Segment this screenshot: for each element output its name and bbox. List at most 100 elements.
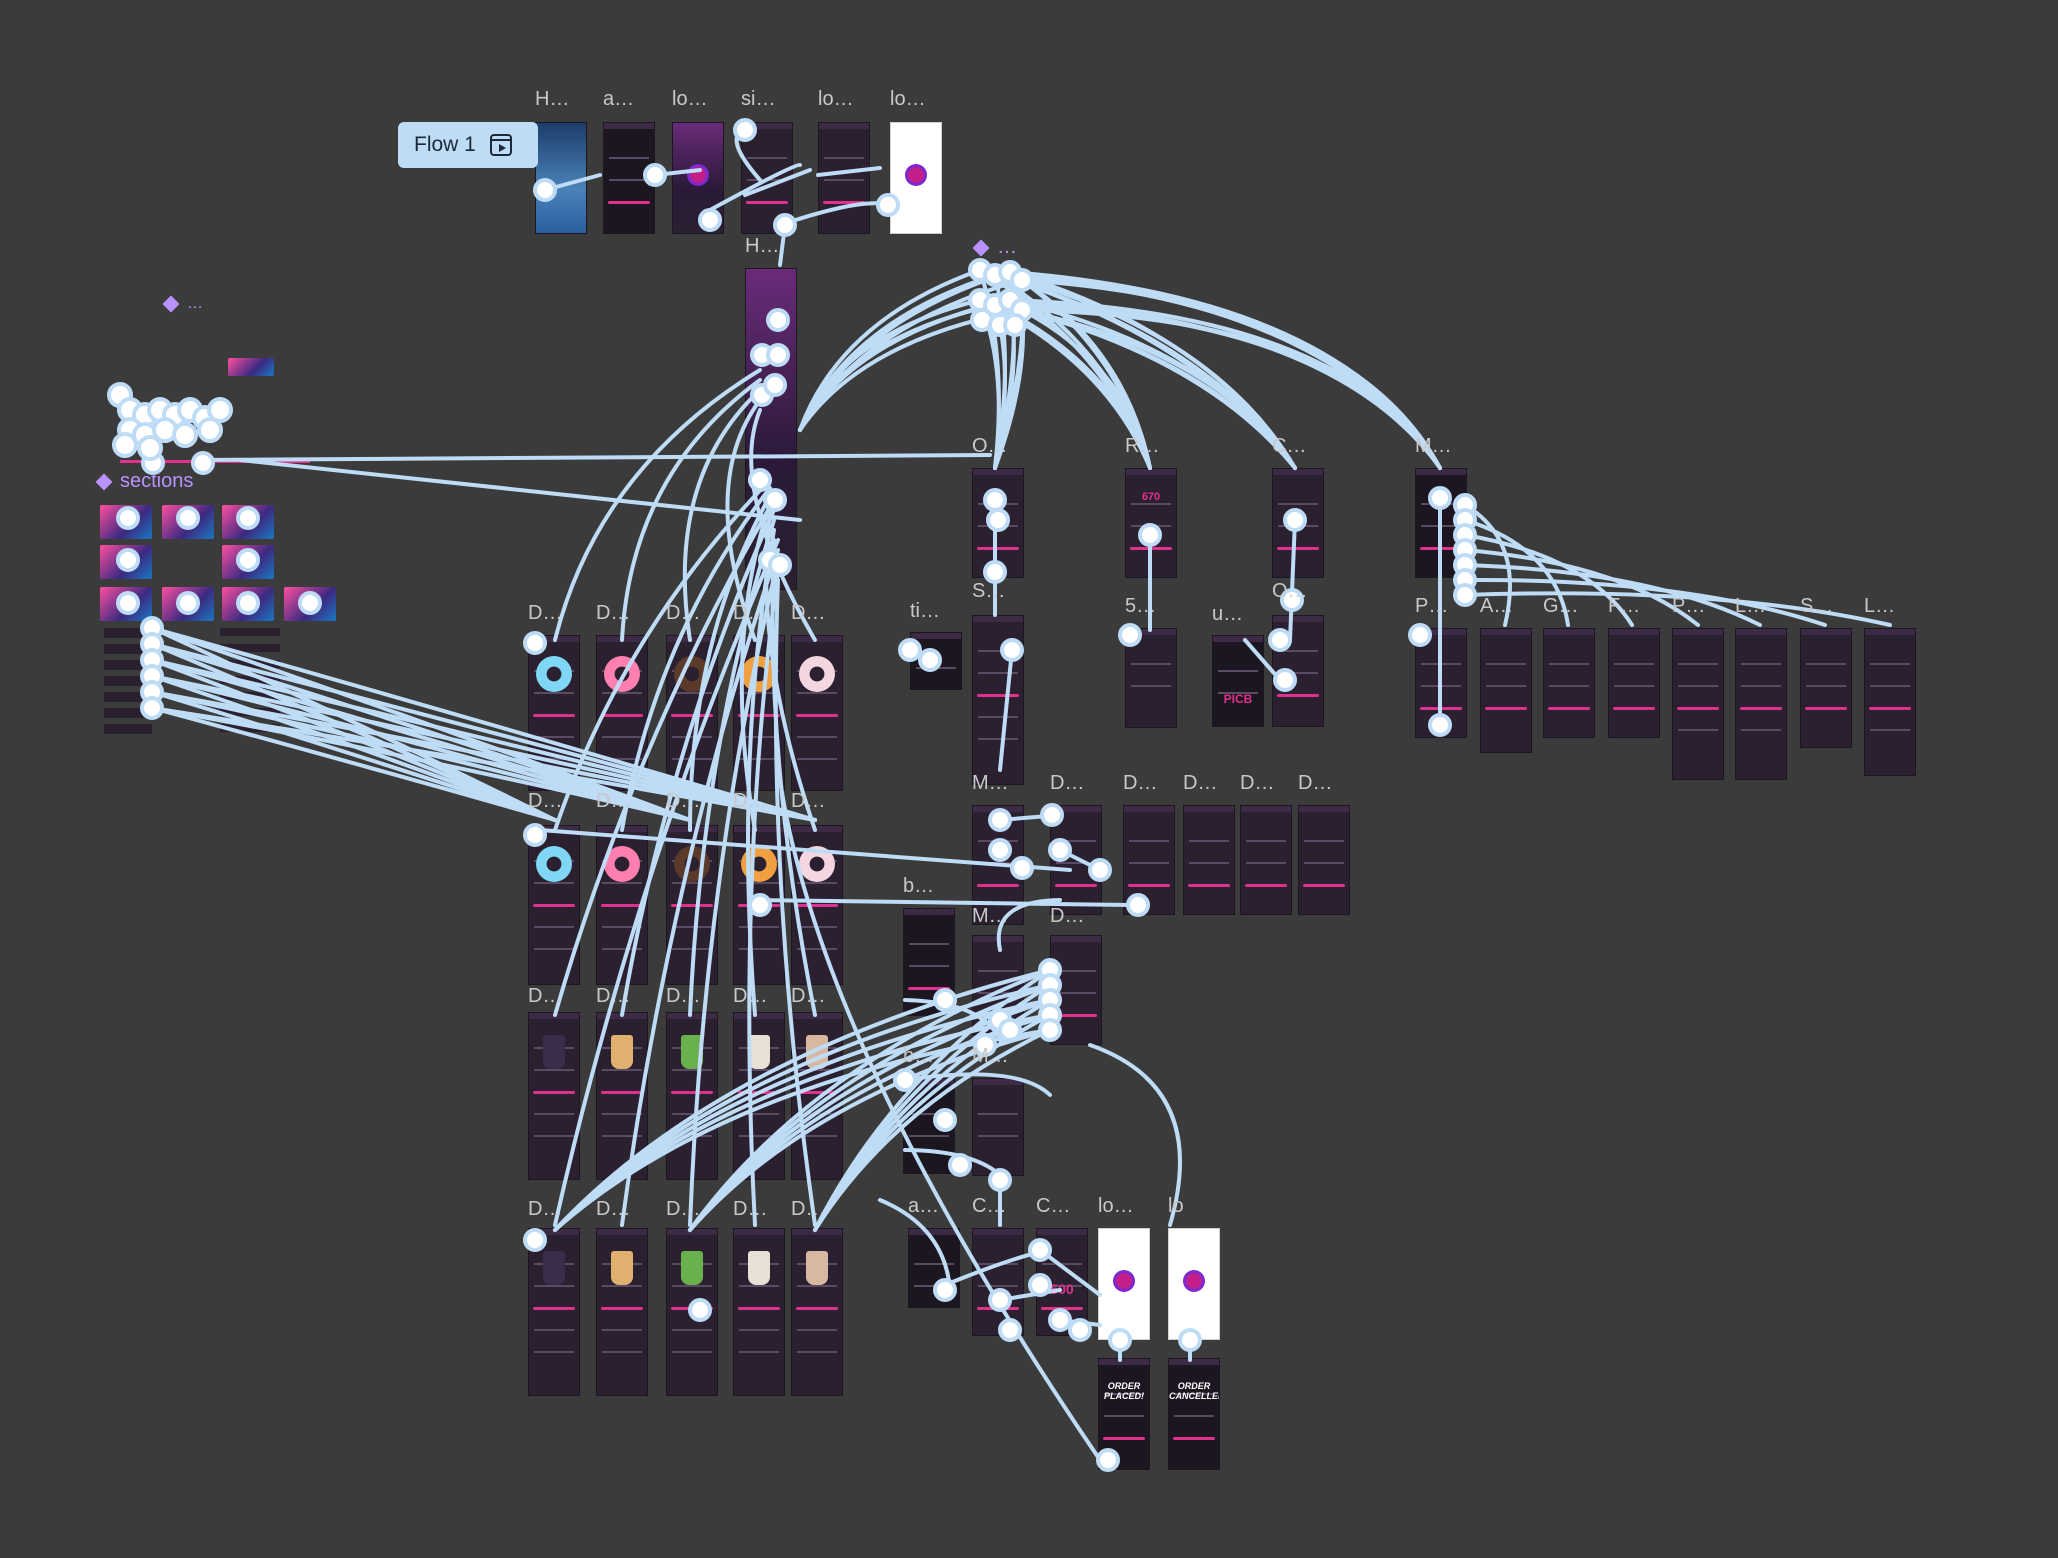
list-item-component[interactable] bbox=[104, 724, 152, 734]
onboarding-screen[interactable] bbox=[603, 122, 655, 234]
frame-label[interactable]: M… bbox=[972, 1045, 1009, 1067]
loading-screen-2[interactable] bbox=[1168, 1228, 1220, 1340]
frame-label[interactable]: P… bbox=[1672, 595, 1706, 617]
frame-label[interactable]: u… bbox=[1212, 603, 1244, 625]
frame-label[interactable]: D… bbox=[528, 790, 563, 812]
frame-label[interactable]: D… bbox=[1050, 905, 1085, 927]
frame-label[interactable]: a… bbox=[908, 1195, 940, 1217]
frame-label[interactable]: S… bbox=[972, 580, 1006, 602]
product-detail-screen[interactable] bbox=[528, 1228, 580, 1396]
frame-label[interactable]: ti… bbox=[910, 600, 940, 622]
flow-start-badge[interactable]: Flow 1 bbox=[398, 122, 538, 168]
play-flow-icon[interactable] bbox=[489, 134, 512, 156]
frame-label[interactable]: L… bbox=[1735, 595, 1767, 617]
frame-label[interactable]: P… bbox=[1415, 595, 1449, 617]
screen-row bbox=[1246, 862, 1286, 864]
list-item-component[interactable] bbox=[104, 628, 152, 638]
frame-label[interactable]: O… bbox=[1272, 580, 1308, 602]
account-screen[interactable] bbox=[1864, 628, 1916, 776]
frame-label[interactable]: F… bbox=[1608, 595, 1641, 617]
product-detail-screen[interactable] bbox=[733, 1228, 785, 1396]
list-item-component[interactable] bbox=[104, 644, 152, 654]
frame-label[interactable]: D… bbox=[791, 985, 826, 1007]
frame-label[interactable]: D… bbox=[1123, 772, 1158, 794]
frame-label[interactable]: D… bbox=[666, 1198, 701, 1220]
list-item-component[interactable] bbox=[104, 708, 152, 718]
frame-label[interactable]: a… bbox=[603, 88, 635, 110]
frame-label[interactable]: D… bbox=[528, 985, 563, 1007]
frame-label[interactable]: C… bbox=[1036, 1195, 1071, 1217]
list-item-component[interactable] bbox=[104, 676, 152, 686]
frame-label[interactable]: lo… bbox=[818, 88, 854, 110]
frame-label[interactable]: lo… bbox=[672, 88, 708, 110]
frame-label[interactable]: D… bbox=[791, 1198, 826, 1220]
category-list-screen[interactable] bbox=[1183, 805, 1235, 915]
frame-label[interactable]: D… bbox=[666, 790, 701, 812]
frame-label[interactable]: D… bbox=[733, 985, 768, 1007]
product-detail-screen[interactable] bbox=[596, 1228, 648, 1396]
loading-screen[interactable] bbox=[1098, 1228, 1150, 1340]
frame-label[interactable]: M… bbox=[972, 772, 1009, 794]
frame-label[interactable]: 5… bbox=[1125, 595, 1157, 617]
account-screen[interactable] bbox=[1672, 628, 1724, 780]
frame-label[interactable]: M… bbox=[1415, 435, 1452, 457]
frame-label[interactable]: D… bbox=[1240, 772, 1275, 794]
frame-label[interactable]: D… bbox=[596, 1198, 631, 1220]
frame-label[interactable]: lo… bbox=[890, 88, 926, 110]
frame-label[interactable]: D… bbox=[528, 1198, 563, 1220]
sections-label[interactable]: sections bbox=[95, 470, 193, 493]
frame-label[interactable]: lo bbox=[1168, 1195, 1184, 1217]
frame-label[interactable]: D… bbox=[666, 602, 701, 624]
frame-label[interactable]: D… bbox=[596, 985, 631, 1007]
frame-label[interactable]: D… bbox=[596, 790, 631, 812]
frame-label[interactable]: A… bbox=[1480, 595, 1514, 617]
screen-row bbox=[1218, 692, 1258, 694]
banner-component[interactable] bbox=[228, 358, 274, 376]
frame-label[interactable]: D… bbox=[733, 1198, 768, 1220]
frame-label[interactable]: D… bbox=[1183, 772, 1218, 794]
list-item-component[interactable] bbox=[104, 660, 152, 670]
frame-label[interactable]: D… bbox=[1298, 772, 1333, 794]
frame-label[interactable]: D… bbox=[596, 602, 631, 624]
list-item-component[interactable] bbox=[104, 692, 152, 702]
account-screen[interactable] bbox=[1735, 628, 1787, 780]
frame-label[interactable]: R… bbox=[1125, 435, 1160, 457]
account-screen[interactable] bbox=[1800, 628, 1852, 748]
frame-label[interactable]: D… bbox=[733, 602, 768, 624]
frame-label[interactable]: M… bbox=[972, 905, 1009, 927]
frame-label[interactable]: D… bbox=[666, 985, 701, 1007]
screen-button bbox=[1128, 884, 1170, 887]
order-cancelled-screen[interactable]: ORDER CANCELLED. bbox=[1168, 1358, 1220, 1470]
frame-label[interactable]: D… bbox=[528, 602, 563, 624]
frame-label[interactable]: C… bbox=[1272, 435, 1307, 457]
account-screen[interactable] bbox=[1543, 628, 1595, 738]
category-list-screen[interactable] bbox=[1298, 805, 1350, 915]
frame-label[interactable]: D… bbox=[1050, 772, 1085, 794]
frame-label[interactable]: C… bbox=[972, 1195, 1007, 1217]
frame-label[interactable]: L… bbox=[1864, 595, 1896, 617]
component-library-label[interactable]: … bbox=[162, 295, 203, 313]
frame-label[interactable]: D… bbox=[733, 790, 768, 812]
frame-label[interactable]: b… bbox=[903, 1045, 935, 1067]
frame-label[interactable]: lo… bbox=[1098, 1195, 1134, 1217]
screen-header bbox=[1481, 629, 1531, 635]
frame-label[interactable]: D… bbox=[791, 790, 826, 812]
screen-row bbox=[1678, 663, 1718, 665]
frame-label[interactable]: H… bbox=[535, 88, 570, 110]
screen-row bbox=[602, 1285, 642, 1287]
screen-row bbox=[797, 692, 837, 694]
screen-row bbox=[1549, 663, 1589, 665]
frame-label[interactable]: D… bbox=[791, 602, 826, 624]
frame-label[interactable]: si… bbox=[741, 88, 776, 110]
frame-label[interactable]: O… bbox=[972, 435, 1008, 457]
account-screen[interactable] bbox=[1608, 628, 1660, 738]
screen-button bbox=[533, 1307, 575, 1310]
category-list-screen[interactable] bbox=[1240, 805, 1292, 915]
account-screen[interactable] bbox=[1480, 628, 1532, 753]
frame-label[interactable]: H… bbox=[745, 235, 780, 257]
frame-label[interactable]: S… bbox=[1800, 595, 1834, 617]
frame-label[interactable]: b… bbox=[903, 875, 935, 897]
component-label[interactable]: … bbox=[972, 236, 1017, 259]
frame-label[interactable]: G… bbox=[1543, 595, 1579, 617]
